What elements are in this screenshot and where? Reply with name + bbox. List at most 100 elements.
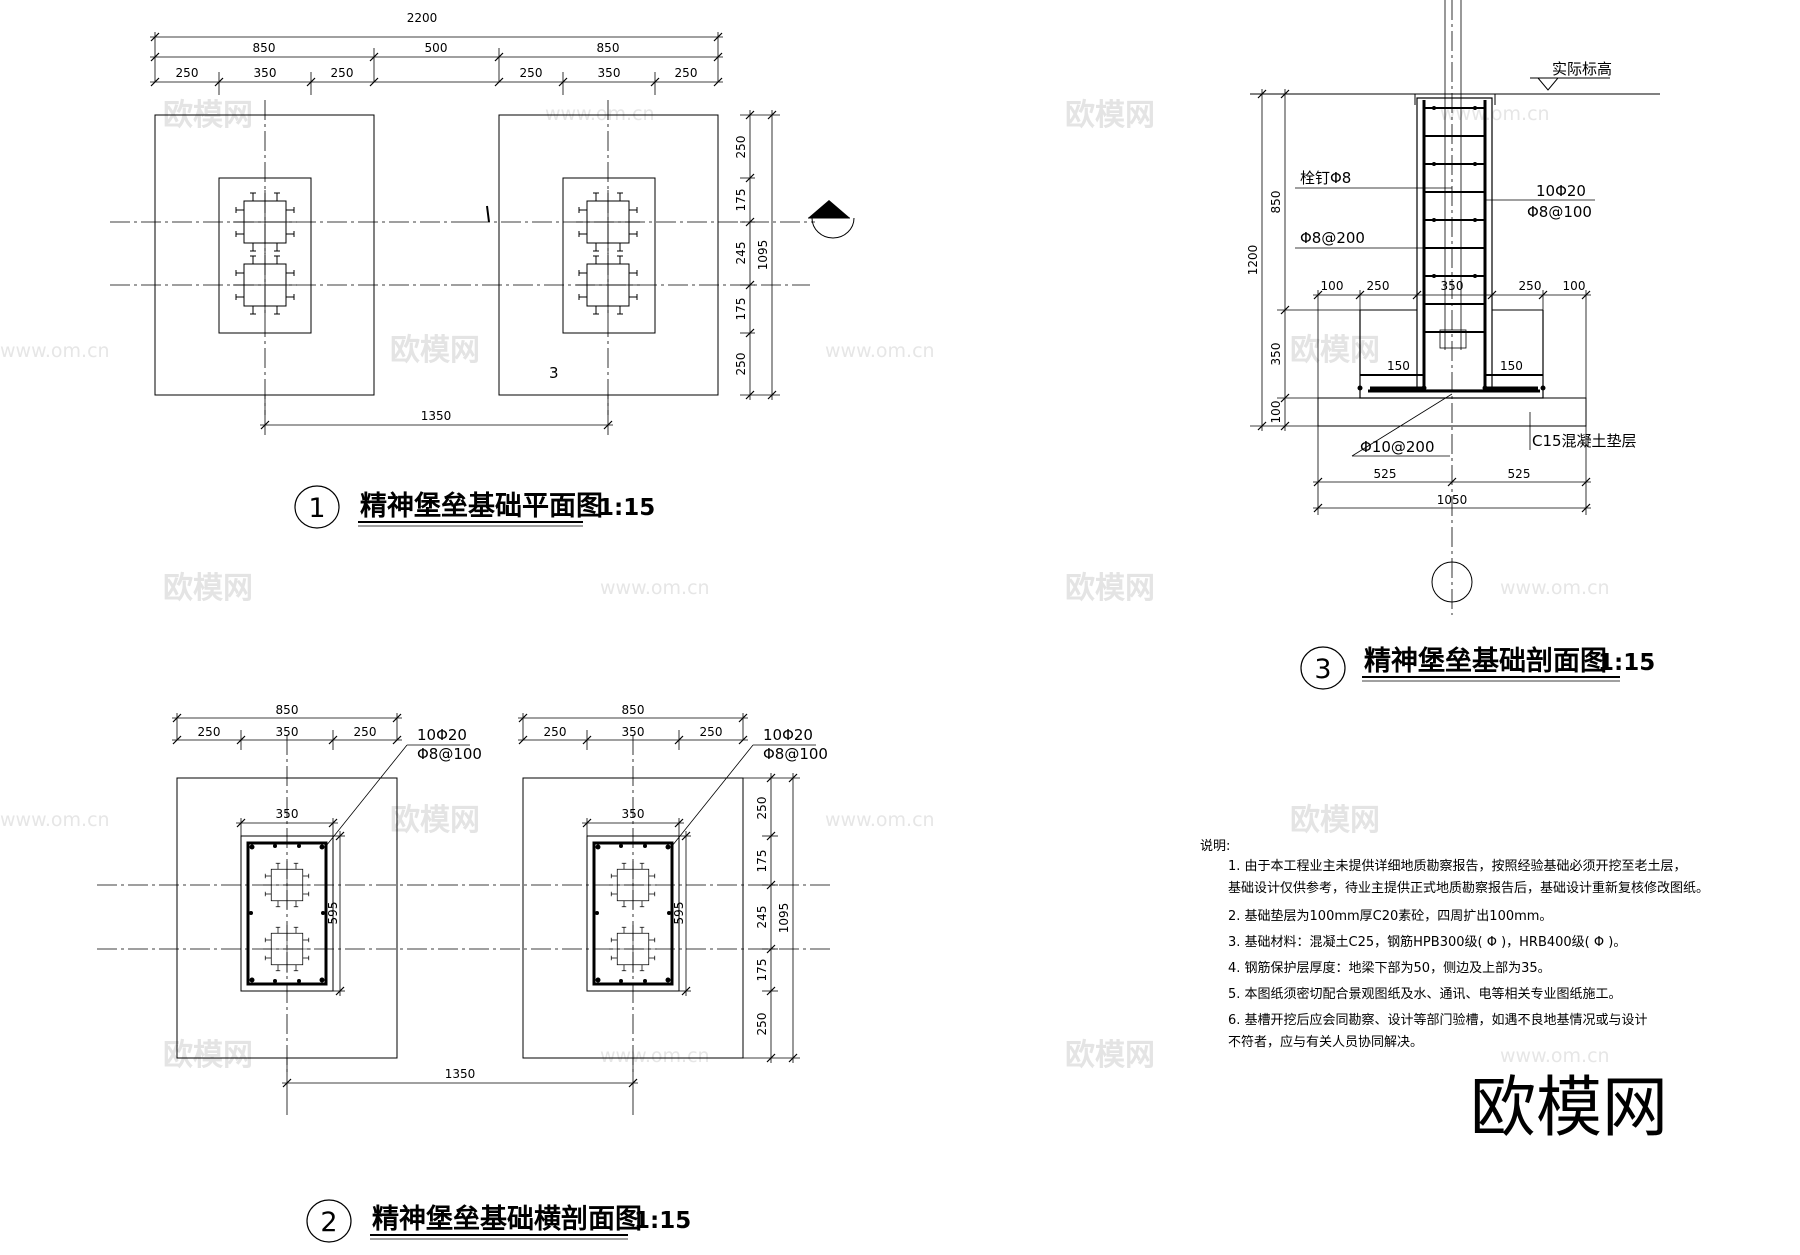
watermark-layer: 欧模网 www.om.cn 欧模网 www.om.cn 欧模网 www.om.c…: [0, 98, 1668, 1146]
view-title: 精神堡垒基础横剖面图: [372, 1203, 642, 1235]
elevation-label: 实际标高: [1552, 60, 1612, 78]
dim-side: 250: [331, 66, 354, 80]
bottom-rebar-label: Φ10@200: [1360, 438, 1435, 456]
dim-overall: 2200: [407, 11, 438, 25]
rebar-main-label: 10Φ20: [763, 726, 813, 744]
dim-left-width: 850: [253, 41, 276, 55]
rebar-stirrup-label: Φ8@100: [417, 745, 482, 763]
note-line: 3. 基础材料：混凝土C25，钢筋HPB300级( Φ )，HRB400级( Φ…: [1228, 934, 1626, 950]
plan-view: 3 2200 850 500 850 250 350 250 250 350 2…: [110, 11, 855, 529]
dim-half: 525: [1374, 467, 1397, 481]
dim-edge: 250: [734, 136, 748, 159]
watermark-url: www.om.cn: [0, 809, 110, 831]
dim-middle: 245: [755, 906, 769, 929]
note-line: 4. 钢筋保护层厚度：地梁下部为50，侧边及上部为35。: [1228, 960, 1551, 976]
watermark-url: www.om.cn: [1500, 577, 1610, 599]
watermark-url: www.om.cn: [600, 577, 710, 599]
dim-middle: 350: [276, 725, 299, 739]
hook-label: 150: [1387, 359, 1410, 373]
dim-column-width: 350: [622, 807, 645, 821]
watermark-url: www.om.cn: [1440, 103, 1550, 125]
rebar-main-label: 10Φ20: [417, 726, 467, 744]
watermark-brand: 欧模网: [1290, 803, 1380, 838]
dim-side: 250: [176, 66, 199, 80]
watermark-url: www.om.cn: [1500, 1045, 1610, 1067]
dim-base-height: 350: [1269, 343, 1283, 366]
rebar-stirrup-label: Φ8@100: [1527, 203, 1592, 221]
rebar-stirrup-label: Φ8@100: [763, 745, 828, 763]
dim-middle: 245: [734, 242, 748, 265]
dim-bottom: 1350: [445, 1067, 476, 1081]
dim-width: 850: [622, 703, 645, 717]
watermark-url: www.om.cn: [600, 1045, 710, 1067]
dim-middle: 350: [1441, 279, 1464, 293]
dim-side: 250: [1519, 279, 1542, 293]
note-line: 1. 由于本工程业主未提供详细地质勘察报告，按照经验基础必须开挖至老土层，: [1228, 858, 1687, 874]
view-title: 精神堡垒基础平面图: [360, 490, 603, 522]
dim-edge: 250: [755, 1013, 769, 1036]
dim-overall-height: 1095: [756, 240, 770, 271]
dim-edge: 250: [734, 353, 748, 376]
watermark-brand: 欧模网: [1065, 98, 1155, 133]
watermark-brand: 欧模网: [390, 803, 480, 838]
section-mark-label: 3: [549, 364, 559, 382]
dim-bottom: 1350: [421, 409, 452, 423]
dim-edge: 250: [755, 797, 769, 820]
cross-section-view: 10Φ20 Φ8@100 10Φ20 Φ8@100 850 250 350 25…: [97, 703, 830, 1243]
notes-heading: 说明:: [1200, 839, 1230, 854]
watermark-brand: 欧模网: [163, 1038, 253, 1073]
dim-side: 250: [198, 725, 221, 739]
dim-gap: 500: [425, 41, 448, 55]
dim-right-width: 850: [597, 41, 620, 55]
dim-lower: 175: [734, 298, 748, 321]
dim-middle: 350: [598, 66, 621, 80]
rebar-main-label: 10Φ20: [1536, 182, 1586, 200]
dim-side: 250: [675, 66, 698, 80]
note-line: 基础设计仅供参考，待业主提供正式地质勘察报告后，基础设计重新复核修改图纸。: [1228, 880, 1709, 896]
dim-column-height: 595: [672, 902, 686, 925]
dim-column-width: 350: [276, 807, 299, 821]
watermark-brand: 欧模网: [390, 333, 480, 368]
watermark-url: www.om.cn: [0, 340, 110, 362]
view-number: 2: [320, 1207, 337, 1238]
dim-ext: 100: [1563, 279, 1586, 293]
notes-block: 说明: 1. 由于本工程业主未提供详细地质勘察报告，按照经验基础必须开挖至老土层…: [1200, 839, 1709, 1050]
watermark-logo: 欧模网: [1470, 1069, 1668, 1146]
dim-half: 525: [1508, 467, 1531, 481]
cushion-label: C15混凝土垫层: [1532, 432, 1637, 450]
dim-overall-height: 1095: [777, 903, 791, 934]
view-scale: 1:15: [598, 495, 655, 521]
dim-cushion-height: 100: [1269, 401, 1283, 424]
note-line: 6. 基槽开挖后应会同勘察、设计等部门验槽，如遇不良地基情况或与设计: [1228, 1012, 1648, 1028]
watermark-brand: 欧模网: [1290, 333, 1380, 368]
dim-upper: 175: [734, 189, 748, 212]
watermark-brand: 欧模网: [1065, 571, 1155, 606]
watermark-url: www.om.cn: [825, 809, 935, 831]
note-line: 2. 基础垫层为100mm厚C20素砼，四周扩出100mm。: [1228, 908, 1552, 924]
section-view: 150 150 实际标高 栓钉Φ8 Φ8@200 10Φ20 Φ8@100 Φ1…: [1246, 0, 1660, 690]
note-line: 不符者，应与有关人员协同解决。: [1228, 1034, 1423, 1050]
view-title: 精神堡垒基础剖面图: [1364, 645, 1607, 677]
dim-width: 850: [276, 703, 299, 717]
view-number: 3: [1314, 654, 1331, 685]
view-scale: 1:15: [634, 1208, 691, 1234]
view-scale: 1:15: [1598, 650, 1655, 676]
dim-upper-height: 850: [1269, 191, 1283, 214]
watermark-url: www.om.cn: [825, 340, 935, 362]
note-line: 5. 本图纸须密切配合景观图纸及水、通讯、电等相关专业图纸施工。: [1228, 986, 1622, 1002]
dim-side: 250: [700, 725, 723, 739]
dim-ext: 100: [1321, 279, 1344, 293]
dim-lower: 175: [755, 959, 769, 982]
dim-middle: 350: [254, 66, 277, 80]
bolt-label: 栓钉Φ8: [1300, 169, 1351, 187]
dim-side: 250: [354, 725, 377, 739]
base-rebar-label: Φ8@200: [1300, 229, 1365, 247]
dim-total-height: 1200: [1246, 245, 1260, 276]
hook-label: 150: [1500, 359, 1523, 373]
watermark-brand: 欧模网: [163, 571, 253, 606]
dim-side: 250: [544, 725, 567, 739]
dim-total-width: 1050: [1437, 493, 1468, 507]
view-number: 1: [308, 493, 325, 524]
dim-upper: 175: [755, 850, 769, 873]
